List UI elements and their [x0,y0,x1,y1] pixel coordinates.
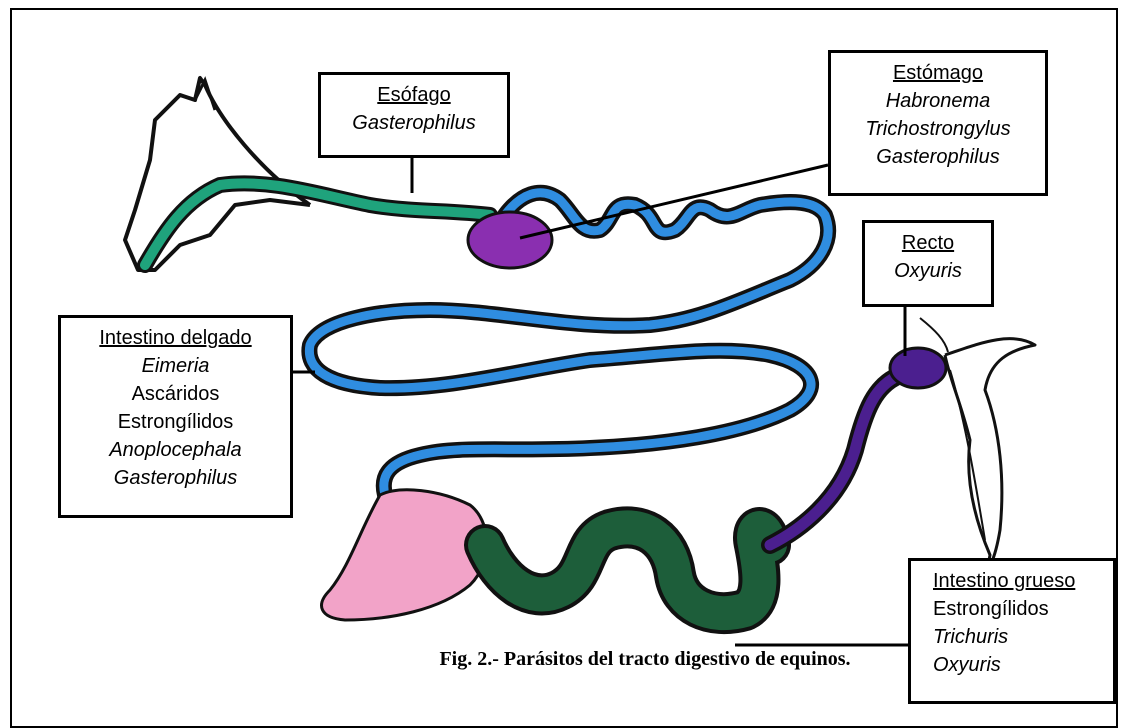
figure-caption: Fig. 2.- Parásitos del tracto digestivo … [380,648,910,671]
label-esofago-item: Gasterophilus [331,109,497,137]
label-intestino-grueso-item: Oxyuris [933,651,1103,679]
rectum-outline [770,375,900,545]
label-estomago-title: Estómago [841,59,1035,87]
label-intestino-delgado: Intestino delgado Eimeria Ascáridos Estr… [58,315,293,518]
label-esofago-title: Esófago [331,81,497,109]
label-recto-title: Recto [875,229,981,257]
label-recto-item: Oxyuris [875,257,981,285]
stomach-shape [468,212,552,268]
label-estomago: Estómago Habronema Trichostrongylus Gast… [828,50,1048,196]
label-intestino-grueso: Intestino grueso Estrongílidos Trichuris… [908,558,1116,704]
label-intestino-delgado-item: Eimeria [71,352,280,380]
label-intestino-grueso-title: Intestino grueso [933,567,1103,595]
label-intestino-delgado-title: Intestino delgado [71,324,280,352]
label-estomago-item: Habronema [841,87,1035,115]
tail-outline [945,339,1035,567]
esophagus-fill [145,183,490,265]
label-intestino-delgado-item: Gasterophilus [71,464,280,492]
label-intestino-grueso-item: Trichuris [933,623,1103,651]
label-intestino-delgado-item: Ascáridos [71,380,280,408]
label-intestino-grueso-item: Estrongílidos [933,595,1103,623]
cecum-shape [322,490,487,620]
rectum-bulb [890,348,946,388]
label-esofago: Esófago Gasterophilus [318,72,510,158]
small-intestine-fill [309,193,828,495]
label-estomago-item: Gasterophilus [841,143,1035,171]
label-estomago-item: Trichostrongylus [841,115,1035,143]
label-intestino-delgado-item: Estrongílidos [71,408,280,436]
label-intestino-delgado-item: Anoplocephala [71,436,280,464]
label-recto: Recto Oxyuris [862,220,994,307]
